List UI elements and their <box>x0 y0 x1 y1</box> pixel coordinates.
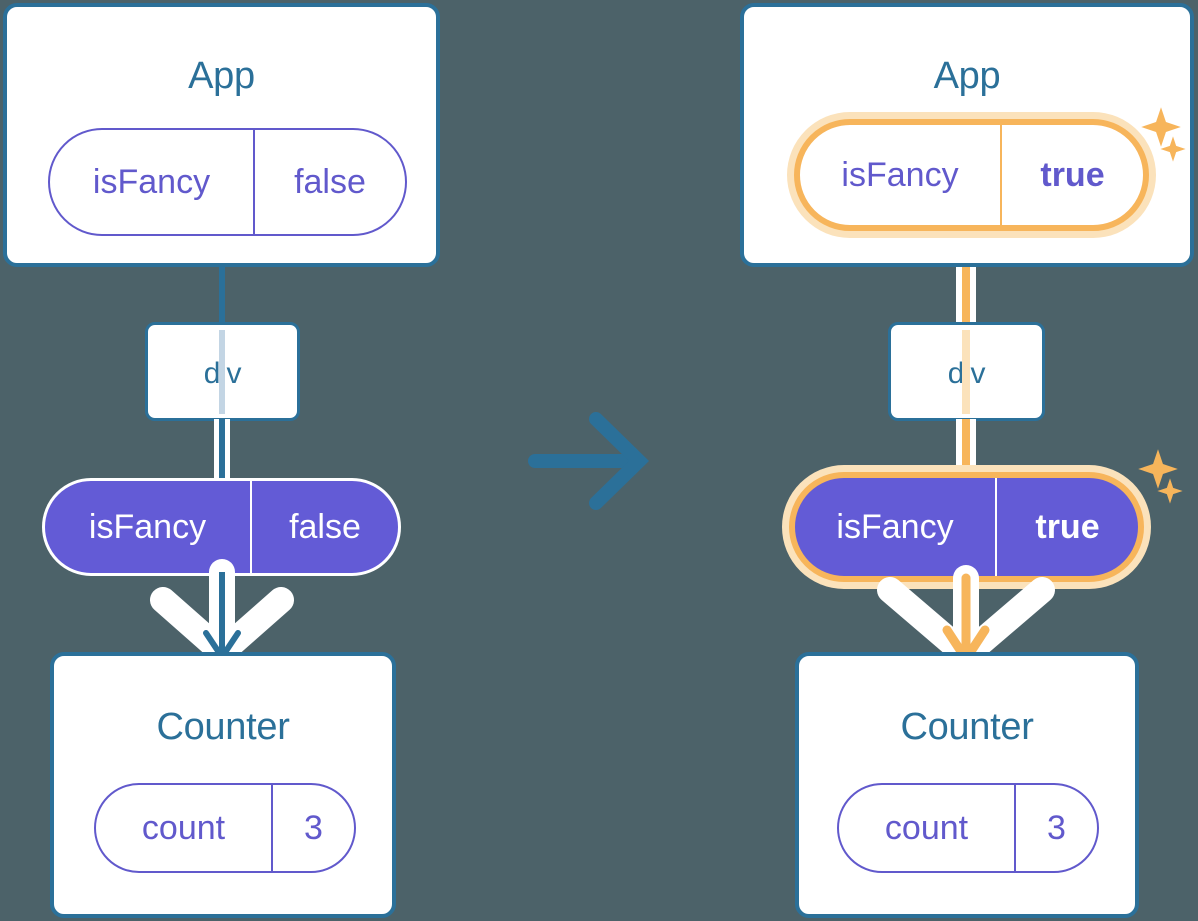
before-counter-state-key: count <box>141 808 226 847</box>
before-app-state-key: isFancy <box>92 162 211 201</box>
after-app-state-pill: isFancy true <box>794 119 1149 231</box>
after-prop-key: isFancy <box>836 507 954 546</box>
before-app-state-pill: isFancy false <box>48 128 407 236</box>
after-app-box: App isFancy true <box>740 3 1194 267</box>
after-app-state-key: isFancy <box>841 155 959 194</box>
after-counter-box: Counter count 3 <box>795 652 1139 918</box>
after-app-title: App <box>933 55 1001 97</box>
after-app-state-value: true <box>1000 125 1143 225</box>
before-prop-value: false <box>250 481 398 573</box>
after-app-sparkle-large <box>1141 107 1181 147</box>
before-prop-key: isFancy <box>88 507 207 546</box>
after-prop-sparkle-large <box>1138 449 1178 489</box>
after-counter-state-pill: count 3 <box>837 783 1099 873</box>
before-app-box: App isFancy false <box>3 3 440 267</box>
before-app-title: App <box>188 55 255 97</box>
before-panel: App isFancy false div isFancy false <box>0 0 520 921</box>
after-prop-value: true <box>995 478 1138 576</box>
before-counter-state-pill: count 3 <box>94 783 356 873</box>
after-prop-sparkle-small <box>1157 478 1183 504</box>
before-counter-box: Counter count 3 <box>50 652 396 918</box>
after-app-sparkle-small <box>1160 136 1186 162</box>
after-prop-pill: isFancy true <box>789 472 1144 582</box>
before-counter-state-value: 3 <box>271 785 354 871</box>
before-counter-title: Counter <box>156 706 290 748</box>
before-app-state-value: false <box>253 130 405 234</box>
after-counter-title: Counter <box>900 706 1034 748</box>
after-counter-state-value: 3 <box>1014 785 1097 871</box>
after-counter-state-key: count <box>884 808 969 847</box>
